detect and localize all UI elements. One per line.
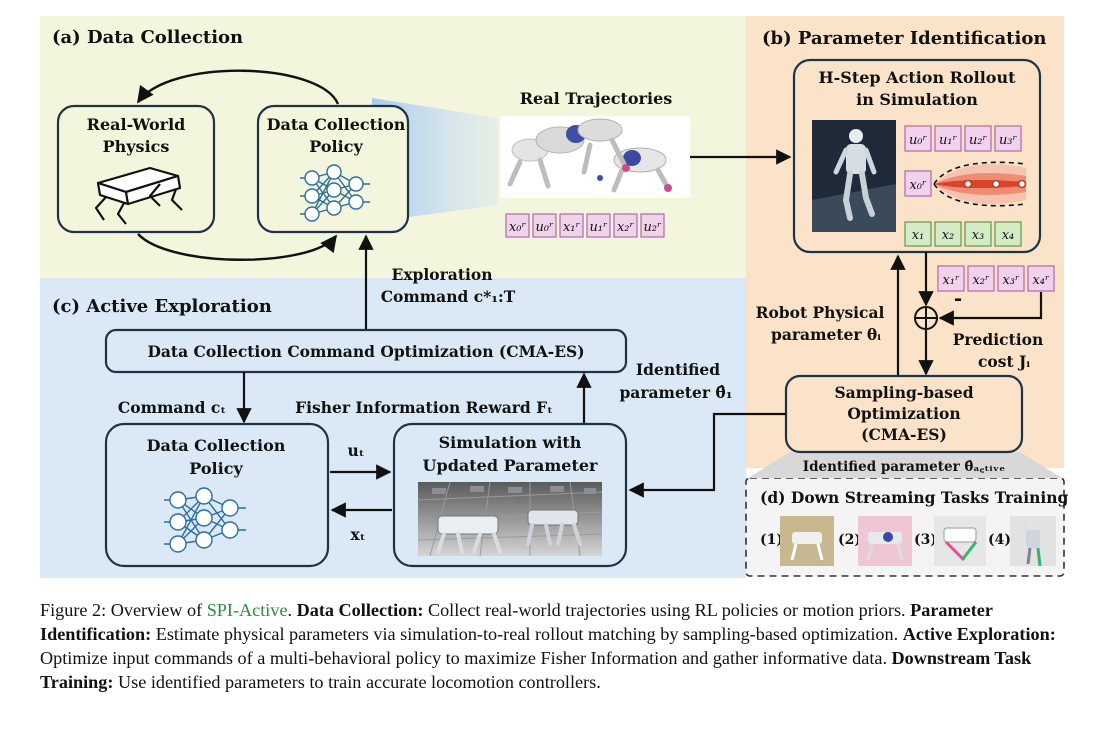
panel-d-title: (d) Down Streaming Tasks Training (760, 488, 1069, 507)
caption-period: . (287, 600, 297, 620)
physics-to-policy-arrow (137, 233, 338, 261)
caption-dc-text: Collect real-world trajectories using RL… (423, 600, 911, 620)
sbo-label-1: Sampling-based (834, 383, 973, 402)
traj-token-1: u₀ʳ (535, 220, 554, 235)
u-token-1: u₁ʳ (939, 133, 958, 148)
robot-dog-icon (94, 166, 183, 225)
optimization-to-simulation-arrow (628, 412, 786, 498)
rollout-label-1: H-Step Action Rollout (819, 68, 1017, 87)
overview-diagram: (a) Data Collection (b) Parameter Identi… (40, 16, 1069, 578)
humanoid-robot (812, 129, 896, 232)
figure-caption: Figure 2: Overview of SPI-Active. Data C… (40, 598, 1070, 694)
u-token-3: u₃ʳ (999, 133, 1018, 148)
real-to-diff-arrow (938, 292, 1043, 326)
difference-operator-icon (914, 306, 938, 330)
pred-cost-label-2: cost Jᵢ (978, 352, 1030, 371)
task-1-label: (1) (760, 532, 783, 548)
rollout-label-2: in Simulation (856, 90, 978, 109)
caption-fig: Figure 2: Overview of (40, 600, 207, 620)
panel-b-title: (b) Parameter Identification (762, 28, 1046, 49)
simulation-label-1: Simulation with (439, 433, 582, 452)
task-1-robot (790, 532, 824, 561)
traj-token-0: x₀ʳ (509, 220, 527, 235)
simulated-robot-dogs (417, 481, 603, 557)
real-world-label-1: Real-World (87, 115, 186, 134)
robot-trajectory-illustration (507, 118, 672, 193)
xr-token-3: x₃ʳ (1002, 273, 1020, 288)
identified-1-label-2: parameter θ̂₁ (619, 383, 732, 402)
x-token-2: x₂ (942, 228, 955, 243)
x-token-1: x₁ (912, 228, 925, 243)
task-2-label: (2) (838, 532, 861, 548)
caption-ae-text: Optimize input commands of a multi-behav… (40, 648, 892, 668)
exploration-label-1: Exploration (392, 265, 493, 284)
caption-dt-text: Use identified parameters to train accur… (113, 672, 601, 692)
real-state-tokens: x₁ʳ x₂ʳ x₃ʳ x₄ʳ (937, 265, 1055, 292)
neural-net-icon-c (164, 487, 246, 553)
action-tokens: u₀ʳ u₁ʳ u₂ʳ u₃ʳ (904, 125, 1022, 152)
command-optimization-label: Data Collection Command Optimization (CM… (147, 342, 584, 361)
fisher-reward-label: Fisher Information Reward Fₜ (295, 398, 553, 417)
caption-pi-label: Parameter Identification: (40, 600, 993, 644)
xr-token-4: x₄ʳ (1032, 273, 1050, 288)
identified-1-label-1: Identified (636, 360, 720, 379)
caption-ae-label: Active Exploration: (902, 624, 1056, 644)
dc-policy-a-label-1: Data Collection (267, 115, 406, 134)
command-optimization-box (104, 328, 628, 374)
minus-sign: - (954, 286, 962, 310)
ut-label: uₜ (347, 441, 364, 460)
caption-method-name: SPI-Active (206, 600, 288, 620)
xt-label: xₜ (351, 525, 366, 544)
task-2-robot (866, 532, 904, 561)
xr-token-1: x₁ʳ (942, 273, 960, 288)
traj-token-2: x₁ʳ (563, 220, 581, 235)
task-4-robot (1026, 519, 1042, 567)
policy-to-physics-arrow (137, 69, 340, 105)
robot-param-label-1: Robot Physical (756, 303, 885, 322)
dc-policy-c-label-2: Policy (189, 459, 243, 478)
x0-token-label: x₀ʳ (909, 178, 927, 193)
real-trajectories-label: Real Trajectories (520, 89, 673, 108)
pred-cost-label-1: Prediction (953, 330, 1044, 349)
dc-policy-c-label-1: Data Collection (147, 436, 286, 455)
real-world-physics-box (56, 104, 216, 234)
sbo-label-2: Optimization (847, 404, 960, 423)
traj-token-3: u₁ʳ (589, 220, 608, 235)
robot-param-label-2: parameter θᵢ (771, 325, 881, 344)
x-token-4: x₄ (1002, 228, 1015, 243)
neural-net-icon-a (300, 164, 370, 222)
caption-dt-label: Downstream Task Training: (40, 648, 1032, 692)
state-tokens: x₁ x₂ x₃ x₄ (904, 221, 1022, 247)
identified-active-label: Identified parameter θ̂ₐ꜀ₜᵢᵥₑ (803, 459, 1005, 475)
real-world-label-2: Physics (103, 137, 170, 156)
caption-dc-label: Data Collection: (296, 600, 424, 620)
panel-c-title: (c) Active Exploration (52, 296, 272, 317)
task-3-label: (3) (914, 532, 937, 548)
sbo-label-3: (CMA-ES) (861, 425, 947, 444)
traj-token-4: x₂ʳ (617, 220, 635, 235)
exploration-label-2: Command c*₁:T (381, 287, 516, 306)
x0-token (904, 170, 932, 197)
caption-pi-text: Estimate physical parameters via simulat… (151, 624, 903, 644)
real-trajectory-tokens: x₀ʳ u₀ʳ x₁ʳ u₁ʳ x₂ʳ u₂ʳ (505, 213, 665, 238)
task-3-robot (943, 527, 978, 562)
dc-policy-box-c (104, 422, 330, 568)
traj-token-5: u₂ʳ (643, 220, 662, 235)
task-4-label: (4) (988, 532, 1011, 548)
u-token-0: u₀ʳ (909, 133, 928, 148)
panel-a-title: (a) Data Collection (52, 27, 243, 48)
xr-token-2: x₂ʳ (972, 273, 990, 288)
dc-policy-a-label-2: Policy (309, 137, 363, 156)
command-ct-label: Command cₜ (118, 398, 226, 417)
identified-param-band (748, 452, 1062, 478)
u-token-2: u₂ʳ (969, 133, 988, 148)
rollout-fan (933, 161, 1027, 207)
simulation-label-2: Updated Parameter (423, 456, 598, 475)
x-token-3: x₃ (972, 228, 985, 243)
